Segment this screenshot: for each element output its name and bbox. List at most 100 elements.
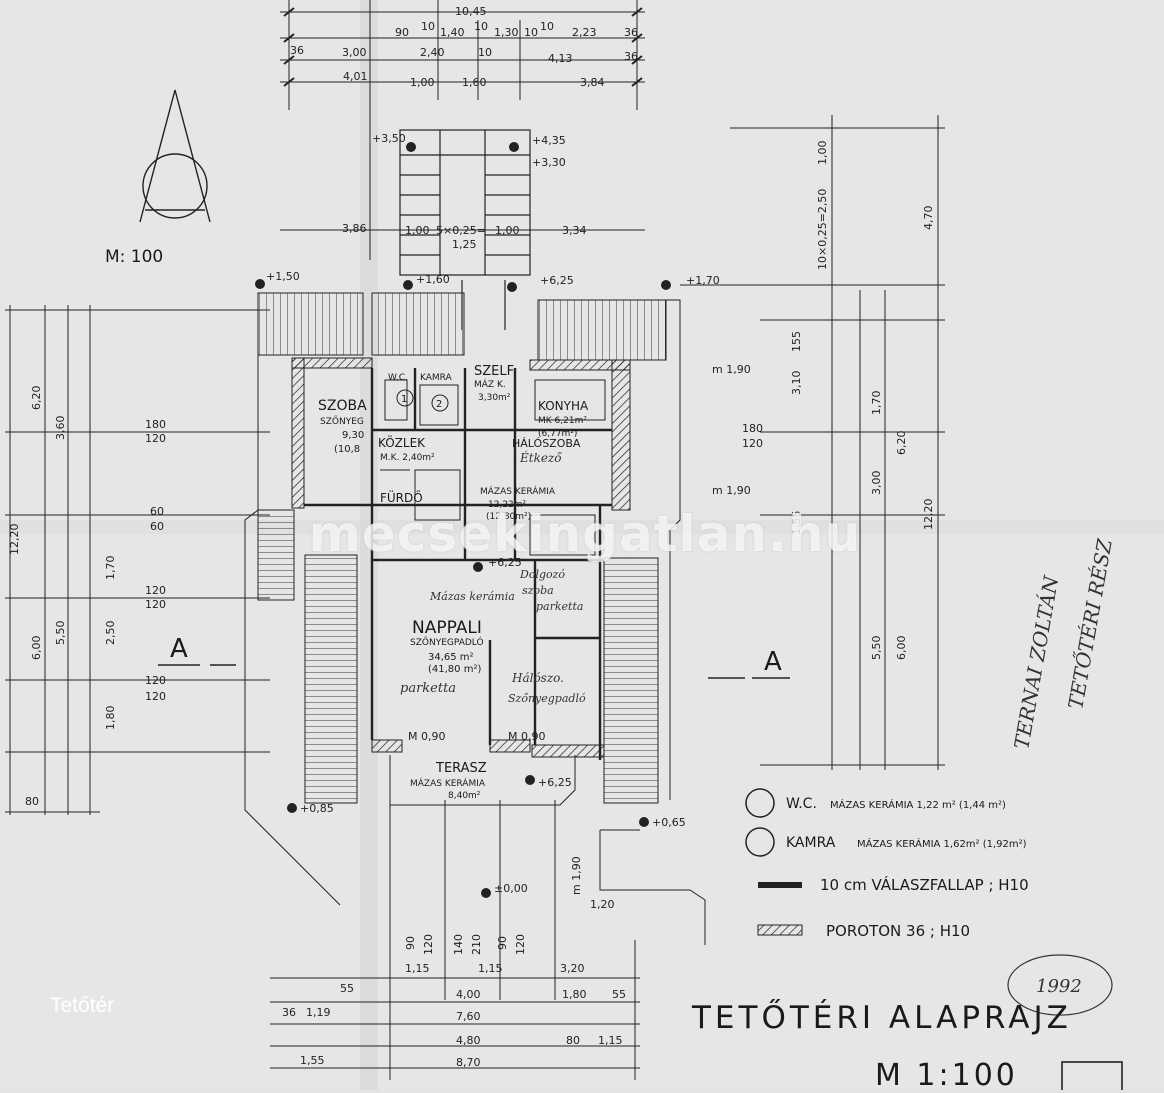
dim-text: 1,00 [495,224,520,237]
section-marker-right: A [764,647,782,677]
dim-text: 120 [145,584,166,597]
dim-text: 10×0,25=2,50 [816,189,829,270]
svg-text:KÖZLEK: KÖZLEK [378,434,426,450]
svg-text:Mázas kerámia: Mázas kerámia [429,590,515,603]
svg-text:Étkező: Étkező [519,450,562,465]
dim-text: 5,50 [54,621,67,646]
watermark: mecsekingatlan.hu [308,505,862,563]
dim-text: m 1,90 [712,484,751,497]
dim-text: 3,86 [342,222,367,235]
room-wc: W.C. 1 [388,373,414,407]
dim-text: 55 [612,988,626,1001]
dim-text: M 0,90 [408,730,445,743]
dim-text: 6,00 [895,636,908,661]
level-text: +0,65 [652,816,686,829]
dim-text: 6,20 [30,386,43,411]
svg-text:TERASZ: TERASZ [435,761,487,776]
dim-text: 120 [145,432,166,445]
dim-text: 120 [422,934,435,955]
svg-text:10 cm VÁLASZFALLAP ; H10: 10 cm VÁLASZFALLAP ; H10 [820,875,1029,894]
svg-text:34,65 m²: 34,65 m² [428,652,474,663]
dim-text: 12,20 [8,524,21,556]
dim-text: 4,70 [922,206,935,231]
dim-text: 1,70 [104,556,117,581]
dim-text: 1,55 [790,511,803,536]
room-kozlek: KÖZLEK M.K. 2,40m² [378,434,435,463]
dim-text: 36 [624,50,638,63]
dim-text: 10 [421,20,435,33]
svg-text:KAMRA: KAMRA [786,835,836,851]
svg-text:MÁZAS KERÁMIA: MÁZAS KERÁMIA [480,485,556,497]
dim-text: 1,60 [462,76,487,89]
dim-text: 8,70 [456,1056,481,1069]
room-haloszoba-2: Hálószo. Szőnyegpadló [508,671,586,705]
svg-text:Dolgozó: Dolgozó [519,568,565,581]
dim-text: 210 [470,934,483,955]
dim-text: 3,00 [342,46,367,59]
dim-text: 120 [145,690,166,703]
section-marker-left: A [170,634,188,664]
image-caption: Tetőtér [50,994,115,1017]
svg-text:8,40m²: 8,40m² [448,791,481,801]
room-szoba: SZOBA SZŐNYEG 9,30 (10,8 [318,398,367,455]
dim-text: 1,00 [405,224,430,237]
dim-text: 90 [496,936,509,950]
dim-text: 1,40 [440,26,465,39]
room-nappali: Mázas kerámia NAPPALI SZŐNYEGPADLÓ 34,65… [400,590,515,696]
dim-text: 1,15 [405,962,430,975]
dim-text: 36 [624,26,638,39]
svg-text:(6,77m²): (6,77m²) [538,429,577,439]
dim-text: 1,80 [562,988,587,1001]
dim-text: 3,20 [560,962,585,975]
dim-text: 1,20 [590,898,615,911]
dim-text: m 1,90 [570,856,583,895]
level-text: +3,50 [372,132,406,145]
svg-text:SZELF: SZELF [474,364,514,379]
level-text: +0,85 [300,802,334,815]
dim-text: 1,25 [452,238,477,251]
svg-text:HÁLÓSZOBA: HÁLÓSZOBA [512,437,581,450]
dim-text: 180 [742,422,763,435]
svg-text:12,22m²: 12,22m² [488,500,527,510]
dim-text: 120 [145,674,166,687]
dim-text: 90 [395,26,409,39]
dim-text: 10 [540,20,554,33]
plan-title: TETŐTÉRI ALAPRAJZ [692,1000,1072,1036]
dim-text: 80 [25,795,39,808]
room-haloszoba: HÁLÓSZOBA Étkező MÁZAS KERÁMIA 12,22m² (… [480,437,581,522]
dim-text: 3,00 [870,471,883,496]
dim-text: 3,84 [580,76,605,89]
svg-text:MÁZAS KERÁMIA 1,62m² (1,92m²): MÁZAS KERÁMIA 1,62m² (1,92m²) [857,837,1027,850]
svg-text:9,30: 9,30 [342,430,364,441]
level-text: +6,25 [538,776,572,789]
dim-text: 1,19 [306,1006,331,1019]
dim-text: 2,50 [104,621,117,646]
dim-text: 55 [340,982,354,995]
svg-text:(41,80 m²): (41,80 m²) [428,664,481,675]
svg-text:MÁZAS KERÁMIA: MÁZAS KERÁMIA [410,777,486,789]
dim-text: 12,20 [922,499,935,531]
dim-text: 3,34 [562,224,587,237]
dim-text: 80 [566,1034,580,1047]
level-text: +1,70 [686,274,720,287]
dim-text: 60 [150,505,164,518]
svg-text:W.C.: W.C. [388,373,408,383]
dim-text: 60 [150,520,164,533]
dim-text: 36 [282,1006,296,1019]
level-text: +3,30 [532,156,566,169]
legend-symbols [745,788,1123,1090]
level-text: ±0,00 [494,882,528,895]
svg-text:parketta: parketta [536,600,583,613]
legend: W.C. MÁZAS KERÁMIA 1,22 m² (1,44 m²) KAM… [786,796,1029,940]
dim-text: 90 [404,936,417,950]
dim-text: 6,00 [30,636,43,661]
dim-text: 10,45 [455,5,487,18]
svg-text:FÜRDŐ: FÜRDŐ [380,489,423,505]
svg-text:M.K. 2,40m²: M.K. 2,40m² [380,453,435,463]
room-konyha: KONYHA MK 6,21m² (6,77m²) [538,399,589,439]
dim-text: 2,23 [572,26,597,39]
svg-text:MK 6,21m²: MK 6,21m² [538,416,587,426]
svg-text:NAPPALI: NAPPALI [412,618,482,638]
dim-text: 36 [290,44,304,57]
svg-text:POROTON 36 ; H10: POROTON 36 ; H10 [826,922,970,940]
